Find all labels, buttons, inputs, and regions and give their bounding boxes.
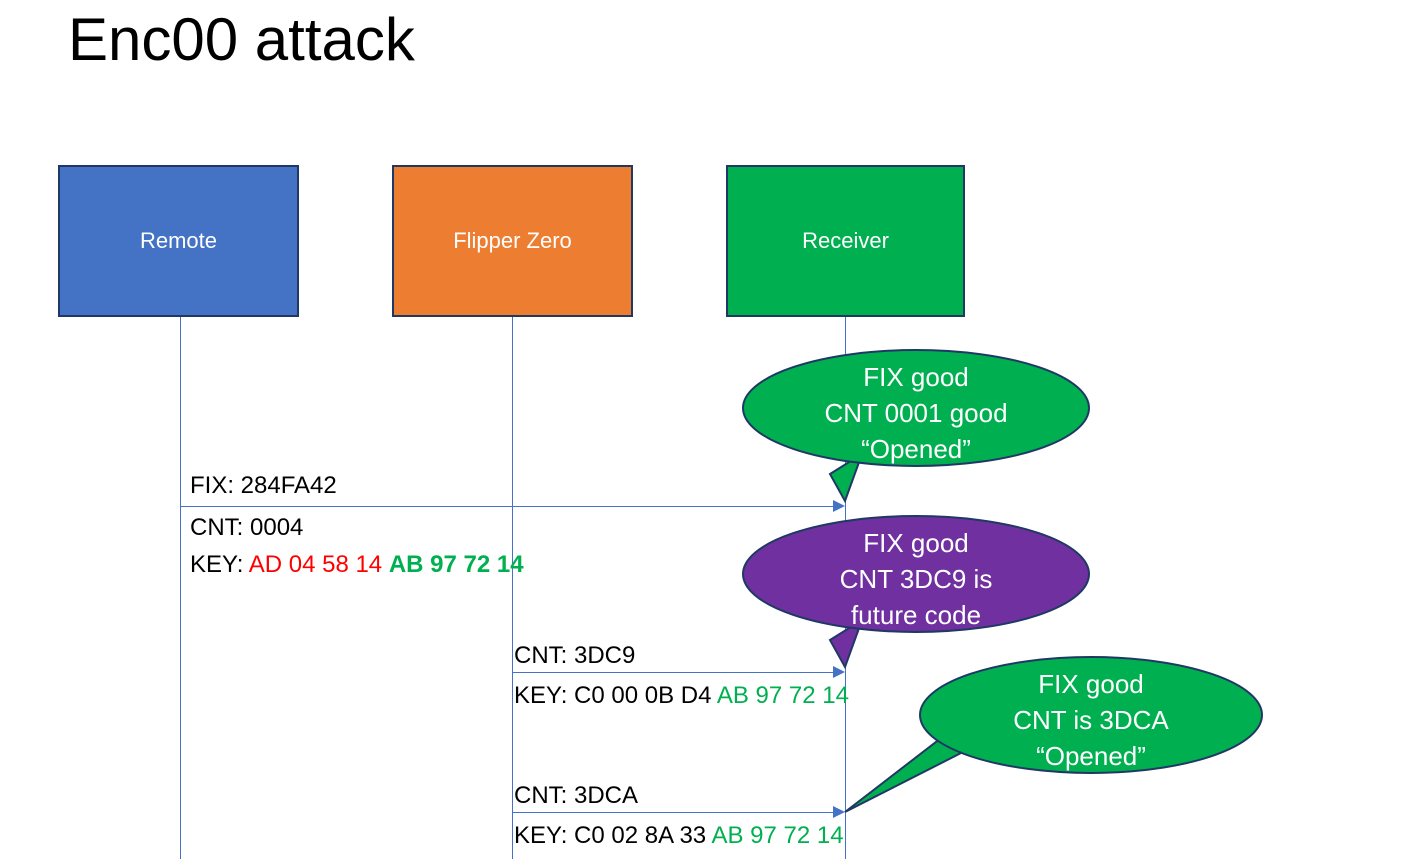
message-arrow-1-line [180,506,833,507]
message-3-key-second: AB 97 72 14 [711,822,844,849]
callout-2: FIX good CNT 3DC9 is future code [742,514,1090,674]
message-1-cnt-label: CNT: 0004 [190,514,304,541]
callout-2-shape [742,515,1090,670]
actor-box-receiver: Receiver [726,165,965,317]
callout-1-shape [742,349,1090,504]
actor-label-receiver: Receiver [802,228,889,253]
message-arrow-2-head [833,666,845,678]
message-1-key-second: AB 97 72 14 [388,551,524,578]
message-3-key-first: C0 02 8A 33 [574,822,707,849]
page-title: Enc00 attack [68,6,415,73]
actor-box-remote: Remote [58,165,299,317]
lifeline-flipper [512,317,513,859]
message-1-key-prefix: KEY: [190,551,249,578]
message-1-key-label: KEY: AD 04 58 14 AB 97 72 14 [190,550,524,580]
message-arrow-3-line [512,812,833,813]
message-3-cnt-label: CNT: 3DCA [514,782,639,809]
message-2-key-prefix: KEY: [514,682,575,709]
message-3-key-label: KEY: C0 02 8A 33 AB 97 72 14 [514,821,844,851]
message-arrow-1-head [833,500,845,512]
message-2-cnt-label: CNT: 3DC9 [514,642,636,669]
callout-3-shape [844,656,1263,813]
message-arrow-3-head [833,806,845,818]
message-arrow-2-line [512,672,833,673]
message-2-key-first: C0 00 0B D4 [574,682,712,709]
actor-label-remote: Remote [139,228,218,253]
message-1-fix-label: FIX: 284FA42 [190,472,337,499]
message-2-key-second: AB 97 72 14 [716,682,849,709]
callout-1: FIX good CNT 0001 good “Opened” [742,348,1090,508]
callout-3: FIX good CNT is 3DCA “Opened” [844,655,1265,815]
message-1-key-first: AD 04 58 14 [248,551,383,578]
actor-label-flipper: Flipper Zero [453,228,572,253]
actor-box-flipper: Flipper Zero [392,165,633,317]
message-1-key-space [382,551,389,578]
lifeline-remote [180,317,181,859]
message-3-key-prefix: KEY: [514,822,575,849]
message-2-key-label: KEY: C0 00 0B D4 AB 97 72 14 [514,681,849,711]
